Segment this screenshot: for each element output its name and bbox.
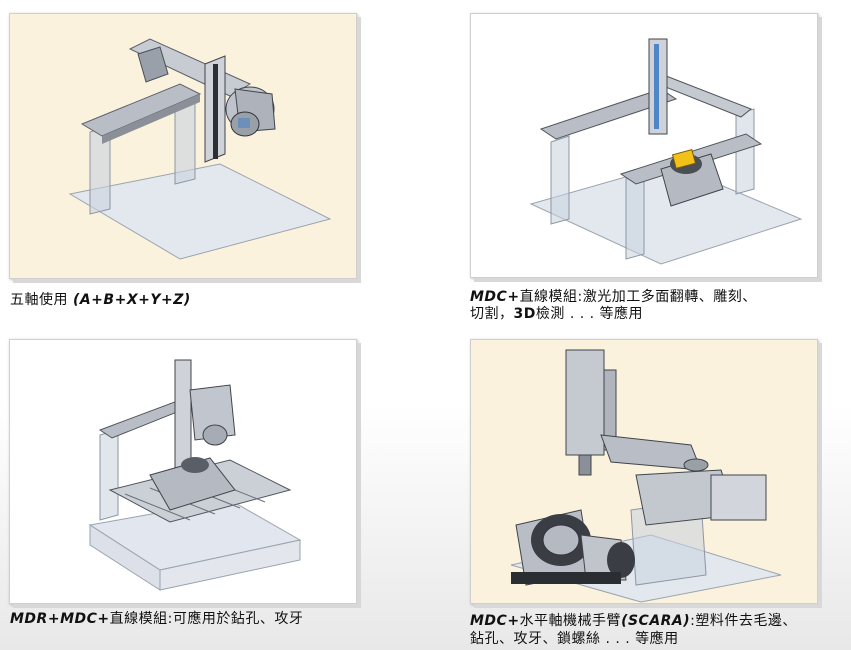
image-panel-five-axis [9,13,357,279]
caption-text-line2: 鉆孔、攻牙、鎖螺絲 . . . 等應用 [470,631,679,647]
caption-mdc-linear: MDC+直線模組:激光加工多面翻轉、雕刻、 切割，3D檢測 . . . 等應用 [470,289,757,323]
caption-text: 五軸使用 [10,292,73,308]
caption-mdr-mdc: MDR+MDC+直線模組:可應用於鉆孔、攻牙 [10,611,303,628]
five-axis-machine-illustration [68,38,332,260]
scara-robot-illustration [510,349,782,603]
caption-bold-3d: 3D [513,306,536,322]
caption-bold: MDR+MDC+ [10,611,110,627]
caption-bold: MDC+ [470,289,520,305]
mdc-linear-machine-illustration [529,38,803,265]
image-panel-scara [470,339,818,604]
caption-text-line2b: 檢測 . . . 等應用 [535,306,644,322]
caption-five-axis: 五軸使用 (A+B+X+Y+Z) [10,292,191,309]
caption-text-line2a: 切割， [470,306,514,322]
caption-bold-scara: (SCARA) [621,613,691,629]
image-panel-mdr-mdc [9,339,357,604]
caption-text: 直線模組:可應用於鉆孔、攻牙 [109,611,304,627]
caption-scara: MDC+水平軸機械手臂(SCARA):塑料件去毛邊、 鉆孔、攻牙、鎖螺絲 . .… [470,612,797,648]
mdr-mdc-machine-illustration [88,359,302,591]
image-panel-mdc-linear [470,13,818,278]
caption-text: 直線模組:激光加工多面翻轉、雕刻、 [519,289,757,305]
caption-text-rest: :塑料件去毛邊、 [690,613,797,629]
caption-bold: MDC+ [470,613,520,629]
caption-bold: (A+B+X+Y+Z) [72,292,191,308]
caption-text: 水平軸機械手臂 [519,613,622,629]
